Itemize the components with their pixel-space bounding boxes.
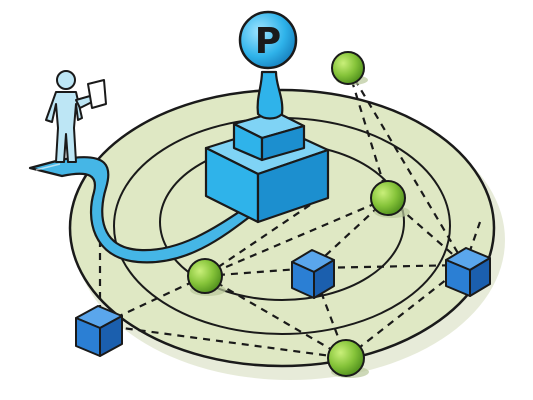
badge-letter: P — [255, 21, 281, 62]
outer-ring — [68, 88, 496, 368]
green-node — [331, 51, 365, 85]
blue-cube-node — [445, 247, 491, 297]
podium-icon — [204, 70, 330, 224]
blue-cubes — [75, 247, 491, 357]
green-node — [187, 258, 223, 294]
green-node — [327, 339, 365, 377]
blue-cube-node — [291, 249, 335, 299]
parking-pin-icon: P — [238, 10, 298, 70]
green-node — [370, 180, 406, 216]
green-spheres — [187, 51, 410, 378]
blue-cube-node — [75, 305, 123, 357]
person-with-document-icon — [45, 70, 107, 163]
